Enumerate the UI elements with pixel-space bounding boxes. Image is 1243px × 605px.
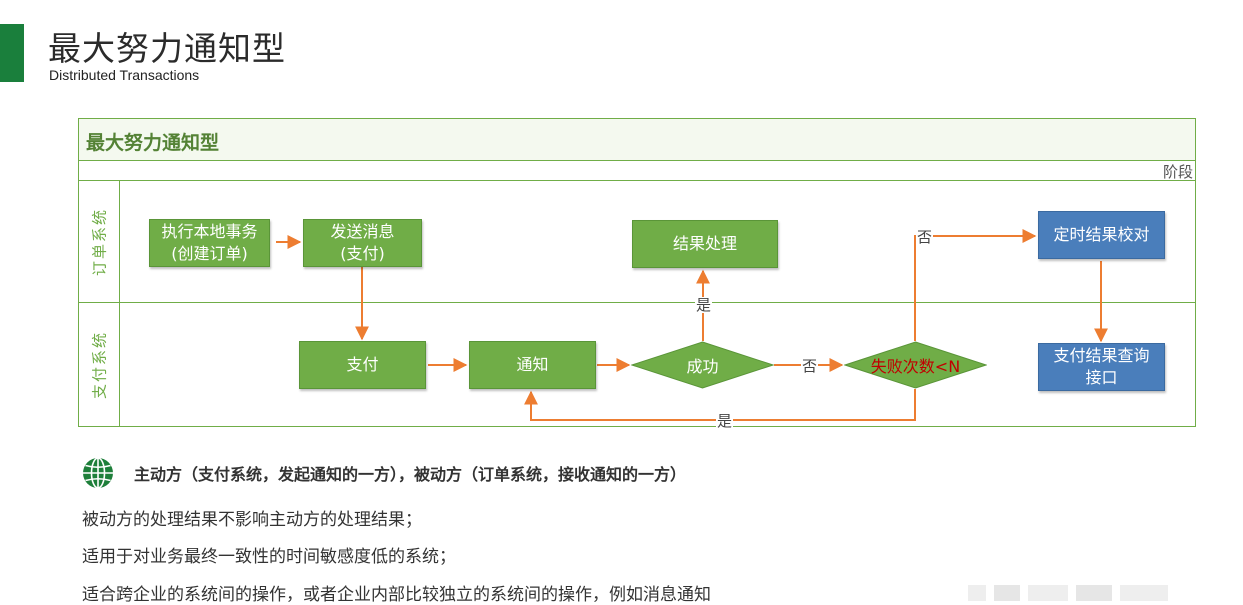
node-label: 定时结果校对 <box>1053 225 1150 244</box>
blurred-watermark <box>968 585 1168 601</box>
lane-header: 支付系统 <box>79 303 120 427</box>
node-label: 结果处理 <box>672 234 737 253</box>
node-label: 执行本地事务 (创建订单) <box>161 222 258 263</box>
lane-payment-system: 支付系统 <box>79 303 1195 427</box>
diagram-title-bar: 最大努力通知型 <box>79 119 1195 161</box>
edge-label-fail-no: 否 <box>916 228 934 246</box>
decision-success: 成功 <box>631 341 774 389</box>
lane-label: 支付系统 <box>90 330 109 400</box>
node-notify: 通知 <box>469 341 596 389</box>
note-line: 被动方的处理结果不影响主动方的处理结果； <box>82 510 422 530</box>
note-line: 适用于对业务最终一致性的时间敏感度低的系统； <box>82 547 456 567</box>
edge-label-success-no: 否 <box>801 357 819 375</box>
edge-label-success-yes: 是 <box>695 296 713 314</box>
diamond-shape <box>844 341 987 389</box>
notes-summary: 主动方（支付系统，发起通知的一方），被动方（订单系统，接收通知的一方） <box>134 465 687 484</box>
phase-label: 阶段 <box>1162 163 1193 181</box>
node-exec-local: 执行本地事务 (创建订单) <box>149 219 270 267</box>
diagram-title: 最大努力通知型 <box>86 132 220 154</box>
phase-bar: 阶段 <box>79 161 1195 181</box>
lane-order-system: 订单系统 <box>79 181 1195 303</box>
note-line: 适合跨企业的系统间的操作，或者企业内部比较独立的系统间的操作，例如消息通知 <box>82 585 711 605</box>
lane-label: 订单系统 <box>90 207 109 276</box>
page-title: 最大努力通知型 <box>48 29 286 68</box>
node-label: 发送消息 (支付) <box>330 222 395 263</box>
node-label: 通知 <box>516 355 549 374</box>
notes-header: 主动方（支付系统，发起通知的一方），被动方（订单系统，接收通知的一方） <box>82 457 686 489</box>
node-label: 支付结果查询 接口 <box>1053 346 1150 387</box>
node-pay: 支付 <box>299 341 426 389</box>
flow-diagram: 最大努力通知型 阶段 订单系统 支付系统 <box>78 118 1196 430</box>
node-send-msg: 发送消息 (支付) <box>303 219 422 267</box>
edge-label-fail-yes: 是 <box>716 412 734 430</box>
node-label: 失败次数<N <box>870 357 961 376</box>
node-timed-check: 定时结果校对 <box>1038 211 1165 259</box>
page-subtitle: Distributed Transactions <box>49 67 200 83</box>
title-accent-bar <box>0 24 24 82</box>
node-query-api: 支付结果查询 接口 <box>1038 343 1165 391</box>
node-result-proc: 结果处理 <box>632 220 778 268</box>
node-label: 成功 <box>686 357 719 376</box>
node-label: 支付 <box>346 355 379 374</box>
lane-header: 订单系统 <box>79 181 120 302</box>
decision-fail-count: 失败次数<N <box>844 341 987 389</box>
diamond-shape <box>631 341 774 389</box>
globe-icon <box>83 457 113 489</box>
